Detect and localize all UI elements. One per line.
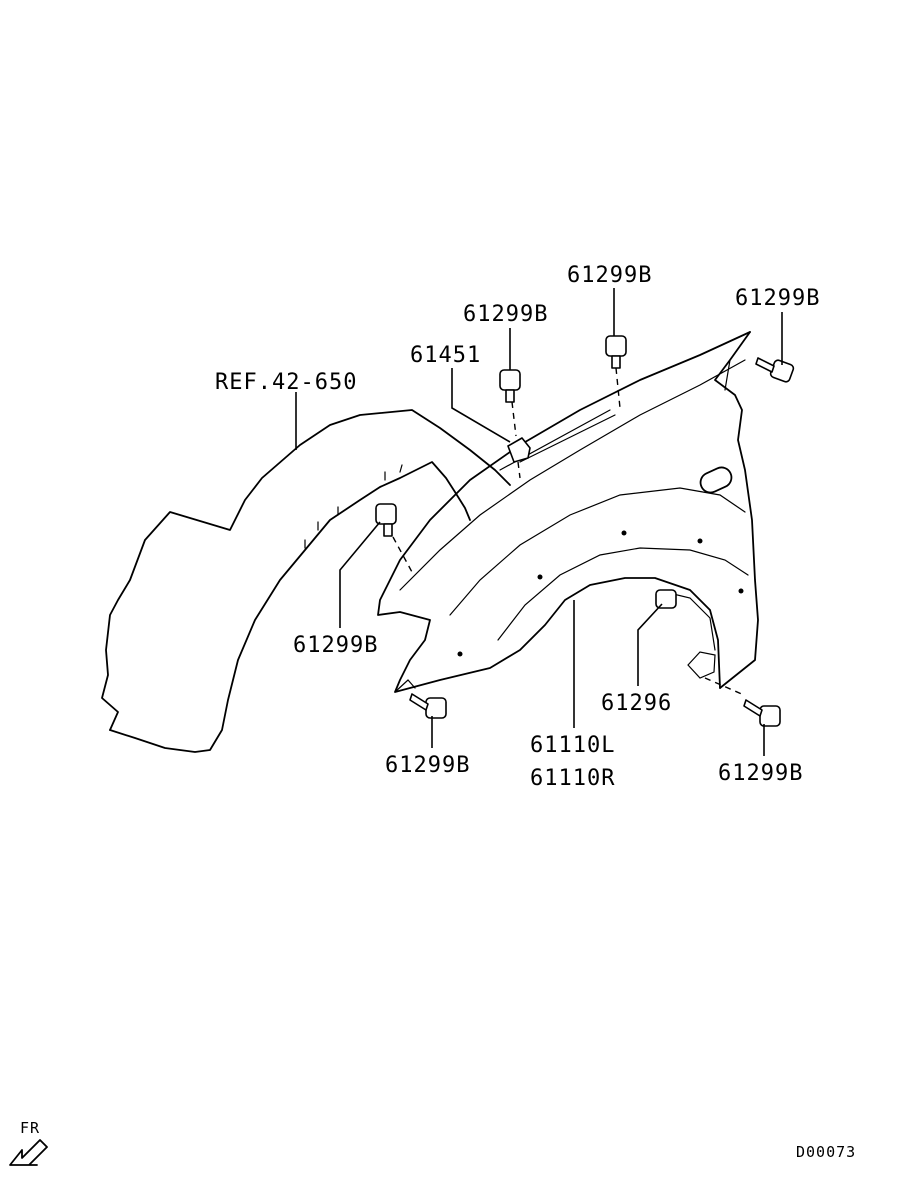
bolt-icon-top-left — [499, 369, 521, 437]
diagram-code: D00073 — [796, 1143, 856, 1161]
front-direction-arrow-icon — [9, 1139, 48, 1166]
label-bolt-top-center: 61299B — [567, 263, 652, 288]
label-fender-left: 61110L — [530, 733, 615, 758]
label-fender-right: 61110R — [530, 766, 615, 791]
bolt-icon-left-mid — [375, 503, 413, 573]
nut-icon — [655, 589, 677, 609]
clip-icon — [507, 437, 531, 479]
label-bolt-bottom-left: 61299B — [385, 753, 470, 778]
bolt-icon-top-right — [755, 357, 795, 383]
inner-fender-liner — [101, 409, 511, 753]
label-bolt-bottom-right: 61299B — [718, 761, 803, 786]
leader-lines — [295, 288, 783, 756]
label-clip: 61451 — [410, 343, 481, 368]
label-bolt-top-right: 61299B — [735, 286, 820, 311]
front-direction-label: FR — [20, 1119, 40, 1137]
bolt-icon-bottom-right — [704, 677, 781, 727]
label-nut: 61296 — [601, 691, 672, 716]
front-fender — [377, 331, 759, 693]
bolt-icon-bottom-left — [409, 693, 447, 719]
label-ref-inner-liner: REF.42-650 — [215, 370, 357, 395]
bolt-icon-top-center — [605, 335, 627, 409]
label-bolt-top-left: 61299B — [463, 302, 548, 327]
label-bolt-left-mid: 61299B — [293, 633, 378, 658]
